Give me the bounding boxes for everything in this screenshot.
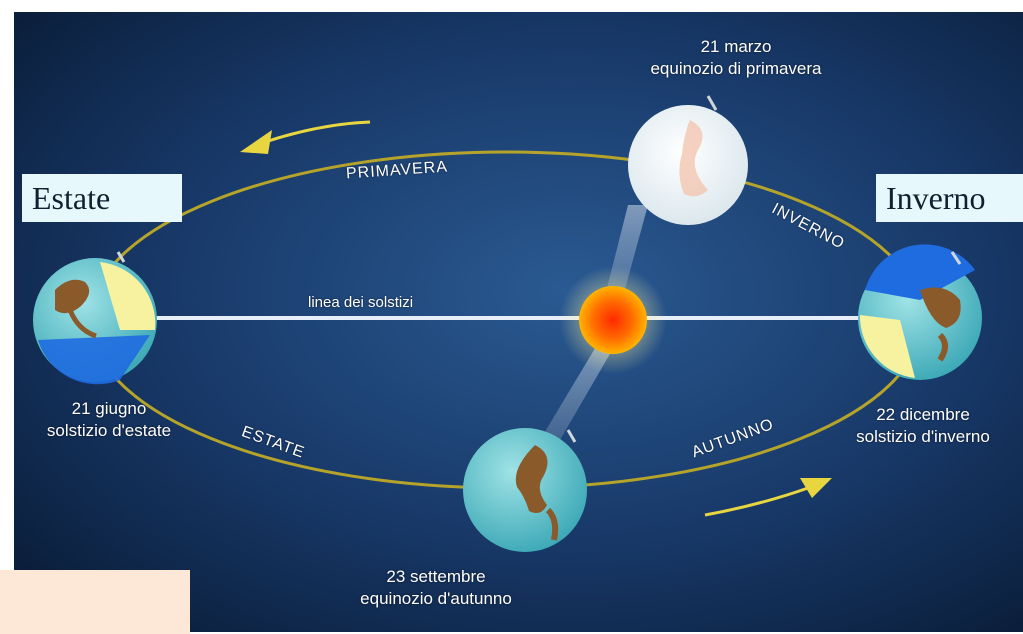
- event-march-name: equinozio di primavera: [650, 59, 822, 78]
- event-march: 21 marzo equinozio di primavera: [596, 36, 876, 80]
- event-september-date: 23 settembre: [386, 567, 486, 586]
- orbit-direction-arrow-icon-top: [240, 120, 371, 154]
- earth-globe-icon-spring: [628, 95, 748, 225]
- earth-globe-icon-summer: [33, 251, 157, 385]
- event-june-name: solstizio d'estate: [46, 421, 172, 440]
- event-december-date: 22 dicembre: [876, 405, 970, 424]
- event-september-name: equinozio d'autunno: [360, 589, 512, 608]
- solstice-line-label: linea dei solstizi: [308, 294, 414, 311]
- caption-estate: Estate: [22, 174, 182, 222]
- event-june-date: 21 giugno: [71, 399, 147, 418]
- caption-inverno: Inverno: [876, 174, 1023, 222]
- earth-globe-icon-winter: [858, 244, 982, 380]
- event-september: 23 settembre equinozio d'autunno: [306, 566, 566, 610]
- orbit-direction-arrow-icon-bottom: [704, 478, 832, 517]
- event-june: 21 giugno solstizio d'estate: [14, 398, 204, 442]
- event-march-date: 21 marzo: [700, 37, 772, 56]
- sun-icon: [579, 286, 647, 354]
- event-december: 22 dicembre solstizio d'inverno: [828, 404, 1018, 448]
- event-december-name: solstizio d'inverno: [856, 427, 990, 446]
- note-box: [0, 570, 190, 634]
- earth-globe-icon-autumn: [463, 428, 587, 552]
